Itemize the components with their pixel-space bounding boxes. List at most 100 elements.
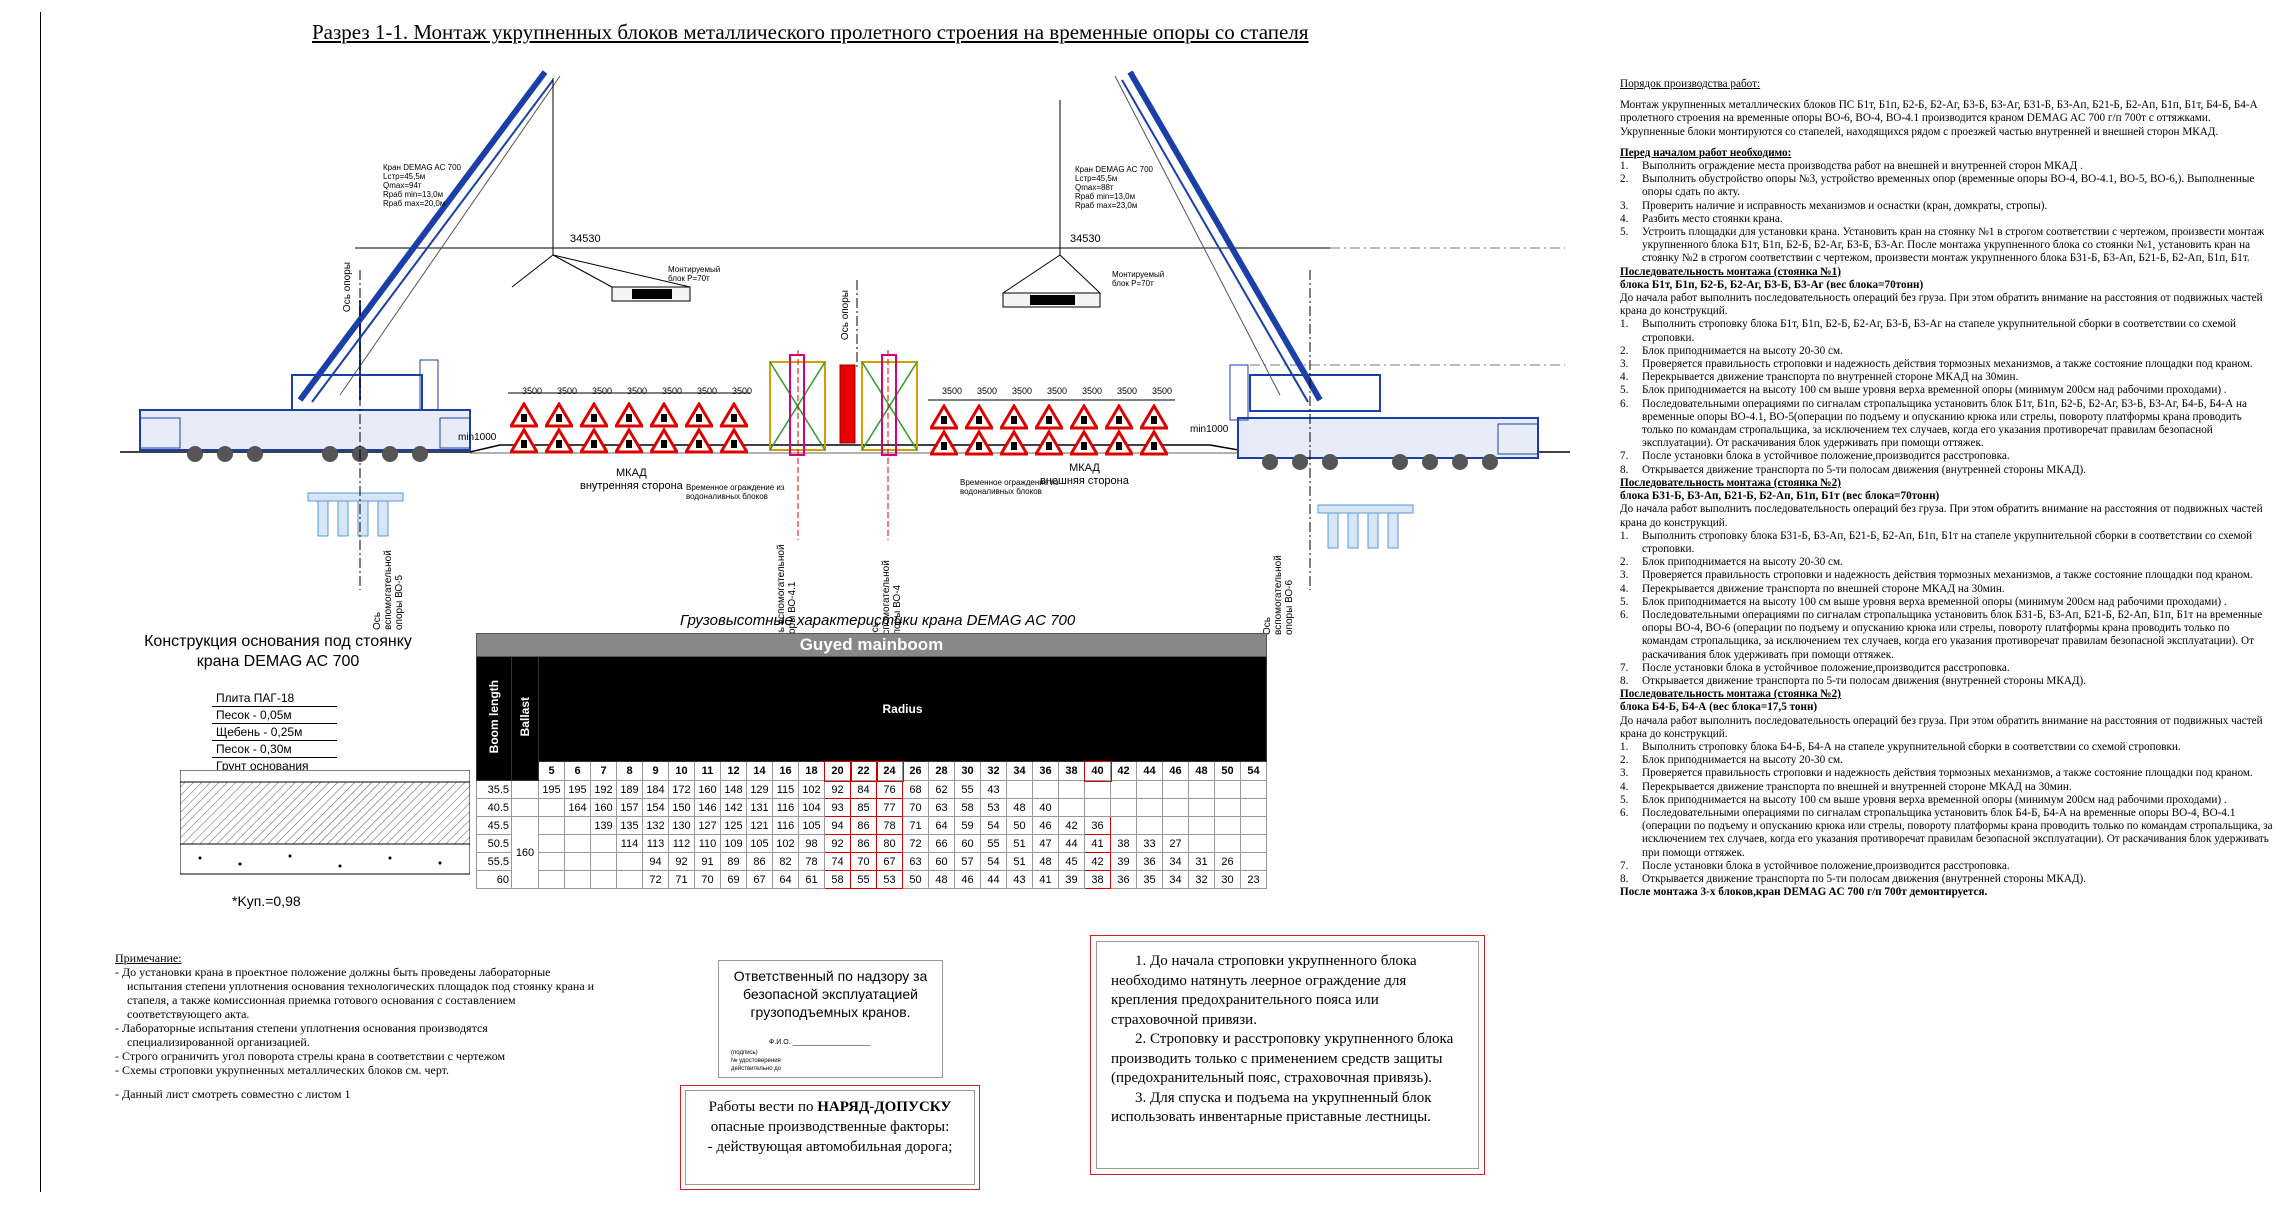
- radius-cell: 20: [823, 760, 852, 782]
- table-cell: 116: [772, 816, 799, 835]
- procedure-step: 4. Перекрывается движение транспорта по в…: [1620, 371, 2275, 384]
- table-cell: 60: [928, 852, 955, 871]
- table-cell: [1214, 798, 1241, 817]
- warning-sign: [1035, 404, 1063, 456]
- responsible-text: Ответственный по надзору за безопасной э…: [733, 968, 928, 1020]
- procedure-step: 6.Последовательными операциями по сигнал…: [1620, 609, 2275, 662]
- table-cell: 31: [1188, 852, 1215, 871]
- table-cell: 115: [772, 780, 799, 799]
- procedure-step: 6.Последовательными операциями по сигнал…: [1620, 398, 2275, 451]
- procedure-step: 1.Выполнить ограждение места производств…: [1620, 160, 2275, 173]
- table-cell: 109: [720, 834, 747, 853]
- crane-spec-line: Qmax=94т: [383, 181, 422, 190]
- procedure-intro: Монтаж укрупненных металлических блоков …: [1620, 99, 2258, 138]
- block-left: [511, 254, 691, 302]
- table-cell: [1084, 780, 1111, 799]
- dim-3500: 3500: [1047, 386, 1068, 396]
- table-top-label: Guyed mainboom: [476, 633, 1267, 657]
- stage3-block: блока Б4-Б, Б4-А (вес блока=17,5 тонн): [1620, 701, 1818, 714]
- table-cell: 172: [668, 780, 695, 799]
- foundation-layer: Песок - 0,05м: [212, 707, 337, 724]
- step-number: 1.: [1620, 740, 1629, 753]
- procedure-step: 3.Проверяется правильность строповки и н…: [1620, 358, 2275, 371]
- road-signs-left: [510, 402, 760, 462]
- table-cell: 55: [954, 780, 981, 799]
- procedure-head: Порядок производства работ:: [1620, 78, 1761, 90]
- procedure-step: 1.Выполнить строповку блока Б4-Б, Б4-А н…: [1620, 741, 2275, 754]
- table-cell: 55: [850, 870, 877, 889]
- table-cell: 114: [616, 834, 643, 853]
- permit-box: Работы вести по НАРЯД-ДОПУСКУ опасные пр…: [680, 1085, 980, 1190]
- procedure-step: 4.Перекрывается движение транспорта по в…: [1620, 781, 2275, 794]
- step-number: 5.: [1620, 793, 1629, 806]
- table-cell: 92: [824, 834, 851, 853]
- table-cell: 33: [1136, 834, 1163, 853]
- step-text: Блок приподнимается на высоту 20-30 см.: [1642, 754, 1843, 767]
- step-number: 5.: [1620, 384, 1629, 397]
- table-cell: 86: [850, 816, 877, 835]
- table-cell: [1136, 780, 1163, 799]
- procedure-step: 5.Блок приподнимается на высоту 100 см в…: [1620, 384, 2275, 397]
- crane-spec-line: Qmax=88т: [1075, 183, 1114, 192]
- step-number: 6.: [1620, 397, 1629, 410]
- boom-cell: 35.5: [476, 780, 512, 799]
- ballast-cell: 160: [511, 816, 539, 889]
- procedure-step: 2.Блок приподнимается на высоту 20-30 см…: [1620, 345, 2275, 358]
- step-number: 8.: [1620, 872, 1629, 885]
- dim-3500: 3500: [662, 386, 683, 396]
- radius-cell: 30: [954, 761, 981, 781]
- step-text: Перекрывается движение транспорта по вне…: [1642, 582, 2005, 595]
- table-cell: 41: [1084, 834, 1111, 853]
- stage2-head: Последовательность монтажа (стоянка №2): [1620, 476, 1841, 489]
- table-cell: [1162, 798, 1189, 817]
- table-cell: 48: [1006, 798, 1033, 817]
- boom-cell: 50.5: [476, 834, 512, 853]
- block-left-label: Монтируемый блок P=70т: [668, 265, 721, 283]
- table-cell: 67: [876, 852, 903, 871]
- table-cell: 72: [642, 870, 669, 889]
- sheet-frame: [40, 12, 2276, 1192]
- table-cell: 26: [1214, 852, 1241, 871]
- stage1-block: блока Б1т, Б1п, Б2-Б, Б2-Аг, Б3-Б, Б3-Аг…: [1620, 278, 1924, 291]
- table-cell: 86: [850, 834, 877, 853]
- responsible-fields: (подпись) № удостоверения действительно …: [731, 1050, 782, 1072]
- table-cell: 80: [876, 834, 903, 853]
- stage3-head: Последовательность монтажа (стоянка №2): [1620, 688, 1841, 701]
- procedure-step: 8.Открывается движение транспорта по 5-т…: [1620, 873, 2275, 886]
- step-text: Выполнить ограждение места производства …: [1642, 160, 2083, 173]
- stage1-pre: До начала работ выполнить последовательн…: [1620, 292, 2263, 318]
- table-cell: 38: [1084, 870, 1111, 889]
- table-cell: 64: [772, 870, 799, 889]
- table-cell: 105: [798, 816, 825, 835]
- procedure-step: 7.После установки блока в устойчивое пол…: [1620, 860, 2275, 873]
- procedure-step: 3.Проверяется правильность строповки и н…: [1620, 569, 2275, 582]
- table-cell: 142: [720, 798, 747, 817]
- warning-sign: [1105, 404, 1133, 456]
- step-number: 8.: [1620, 674, 1629, 687]
- table-cell: 45: [1058, 852, 1085, 871]
- radius-cell: 14: [746, 761, 773, 781]
- dim-3500: 3500: [627, 386, 648, 396]
- foundation-layer: Песок - 0,30м: [212, 741, 337, 758]
- permit-inner: Работы вести по НАРЯД-ДОПУСКУ опасные пр…: [685, 1090, 975, 1185]
- warning-sign: [720, 402, 748, 454]
- step-number: 4.: [1620, 371, 1629, 384]
- table-cell: [1006, 780, 1033, 799]
- dim-34530-left: 34530: [570, 233, 601, 245]
- table-cell: 112: [668, 834, 695, 853]
- rule-item: 1. До начала строповки укрупненного блок…: [1111, 953, 1417, 1028]
- procedure-step: 2.Блок приподнимается на высоту 20-30 см…: [1620, 556, 2275, 569]
- table-cell: 86: [746, 852, 773, 871]
- table-cell: 34: [1162, 852, 1189, 871]
- step-text: Перекрывается движение транспорта по вну…: [1642, 371, 2019, 384]
- table-cell: [1214, 780, 1241, 799]
- step-number: 4.: [1620, 780, 1629, 793]
- table-cell: 61: [798, 870, 825, 889]
